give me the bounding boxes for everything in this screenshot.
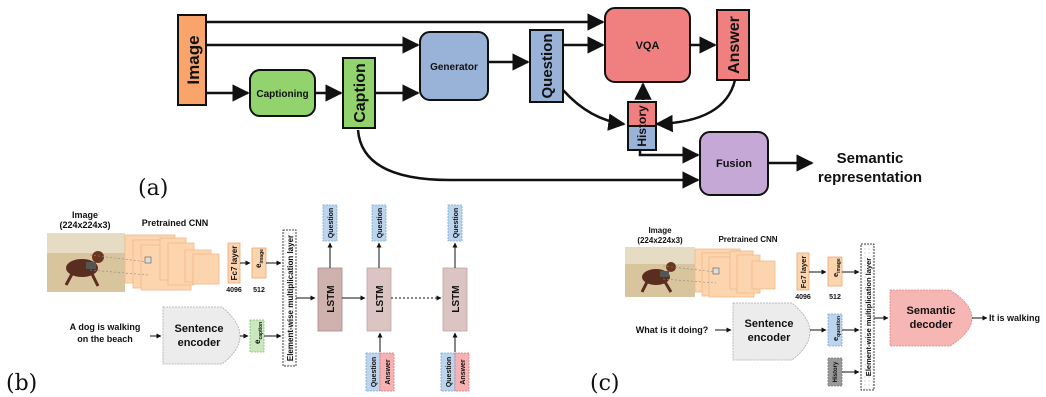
c-semantic-decoder bbox=[889, 289, 973, 347]
b-sentence2: encoder bbox=[178, 337, 222, 349]
b-dog-photo bbox=[47, 233, 125, 292]
b-dim512: 512 bbox=[253, 287, 265, 294]
svg-text:LSTM: LSTM bbox=[451, 285, 462, 312]
c-dim512: 512 bbox=[829, 294, 841, 301]
c-history-label: History bbox=[833, 361, 839, 382]
c-eimage-label: eimage bbox=[831, 258, 842, 277]
c-mult-layer bbox=[860, 243, 875, 391]
b-image-size: (224x224x3) bbox=[59, 220, 110, 230]
c-sentence2: encoder bbox=[748, 332, 792, 344]
b-kernel-box bbox=[144, 256, 152, 264]
edge-caption-fusion bbox=[356, 129, 700, 189]
node-answer-label: Answer bbox=[726, 16, 743, 74]
c-input-text: What is it doing? bbox=[636, 325, 709, 335]
c-equestion-label: equestion bbox=[831, 316, 842, 341]
node-fusion-label: Fusion bbox=[716, 158, 752, 170]
b-lstm-3: LSTM bbox=[442, 267, 468, 332]
node-caption: Caption bbox=[342, 57, 376, 129]
svg-text:Answer: Answer bbox=[460, 359, 467, 385]
semantic-line2: representation bbox=[818, 169, 922, 186]
c-decoder1: Semantic bbox=[907, 305, 956, 317]
svg-text:LSTM: LSTM bbox=[375, 285, 386, 312]
node-question: Question bbox=[529, 29, 564, 103]
svg-text:Question: Question bbox=[328, 208, 335, 238]
c-sentence-encoder bbox=[732, 302, 811, 361]
svg-text:Question: Question bbox=[371, 357, 378, 387]
panel-b: Image (224x224x3) Pretrained CNN bbox=[6, 204, 470, 396]
edge-answer-history bbox=[655, 79, 737, 133]
node-generator: Generator bbox=[419, 31, 489, 101]
c-output-text: It is walking bbox=[989, 313, 1040, 323]
panel-label-c: (c) bbox=[590, 371, 620, 396]
panel-c: Image (224x224x3) Pretrained CNN Fc7 lay… bbox=[590, 226, 1040, 396]
node-question-label: Question bbox=[539, 33, 556, 98]
svg-text:Answer: Answer bbox=[385, 359, 392, 385]
b-q-out-3: Question bbox=[447, 204, 463, 242]
b-qa-in-2: Question Answer bbox=[440, 352, 470, 392]
svg-text:LSTM: LSTM bbox=[326, 285, 337, 312]
b-ecaption-label: ecaption bbox=[253, 322, 264, 344]
panel-label-b: (b) bbox=[6, 371, 37, 396]
svg-text:Question: Question bbox=[453, 208, 460, 238]
node-answer: Answer bbox=[716, 9, 750, 81]
svg-text:Question: Question bbox=[377, 208, 384, 238]
node-captioning: Captioning bbox=[249, 69, 316, 117]
c-dim4096: 4096 bbox=[795, 294, 811, 301]
b-dim4096: 4096 bbox=[226, 287, 242, 294]
b-mult-label: Element-wise multiplication layer bbox=[286, 235, 295, 361]
c-decoder2: decoder bbox=[910, 319, 954, 331]
node-captioning-label: Captioning bbox=[256, 89, 308, 100]
b-cnn-stack bbox=[124, 234, 220, 291]
c-image-size: (224x224x3) bbox=[637, 236, 683, 245]
node-image-label: Image bbox=[184, 35, 203, 84]
node-vqa-label: VQA bbox=[636, 40, 660, 52]
node-caption-label: Caption bbox=[352, 63, 369, 123]
node-image: Image bbox=[177, 14, 207, 106]
b-sentence-encoder bbox=[162, 306, 241, 365]
node-vqa: VQA bbox=[604, 7, 691, 83]
b-input-line2: on the beach bbox=[77, 334, 133, 344]
node-history-label: History bbox=[635, 105, 649, 147]
b-qa-in-1: Question Answer bbox=[365, 352, 395, 392]
c-cnn-stack bbox=[694, 248, 776, 298]
node-history: History bbox=[627, 101, 657, 151]
semantic-line1: Semantic bbox=[837, 150, 904, 167]
c-kernel-box bbox=[712, 267, 720, 275]
c-sentence1: Sentence bbox=[745, 318, 794, 330]
node-generator-label: Generator bbox=[430, 62, 478, 73]
b-pretrained-label: Pretrained CNN bbox=[142, 218, 209, 228]
b-projection-lines bbox=[89, 254, 149, 276]
b-input-line1: A dog is walking bbox=[70, 322, 141, 332]
c-pretrained-label: Pretrained CNN bbox=[718, 235, 777, 244]
b-image-title: Image bbox=[72, 210, 98, 220]
panel-label-a: (a) bbox=[138, 176, 168, 201]
b-sentence1: Sentence bbox=[175, 323, 224, 335]
edge-question-history bbox=[562, 89, 626, 131]
c-fc7-label: Fc7 layer bbox=[799, 256, 808, 289]
b-eimage-label: eimage bbox=[254, 249, 265, 268]
b-fc7-label: Fc7 layer bbox=[230, 246, 239, 281]
c-mult-label: Element-wise multiplication layer bbox=[864, 258, 873, 376]
svg-text:Question: Question bbox=[446, 357, 453, 387]
b-lstm-1: LSTM bbox=[317, 267, 343, 332]
panel-a: Image Captioning Caption Generator Quest… bbox=[138, 7, 922, 201]
node-fusion: Fusion bbox=[699, 131, 769, 196]
c-projection-lines bbox=[662, 265, 717, 284]
c-dog-photo bbox=[625, 247, 695, 297]
b-lstm-2: LSTM bbox=[366, 267, 392, 332]
c-image-title: Image bbox=[648, 226, 672, 235]
b-q-out-2: Question bbox=[371, 204, 387, 242]
b-q-out-1: Question bbox=[322, 204, 338, 242]
